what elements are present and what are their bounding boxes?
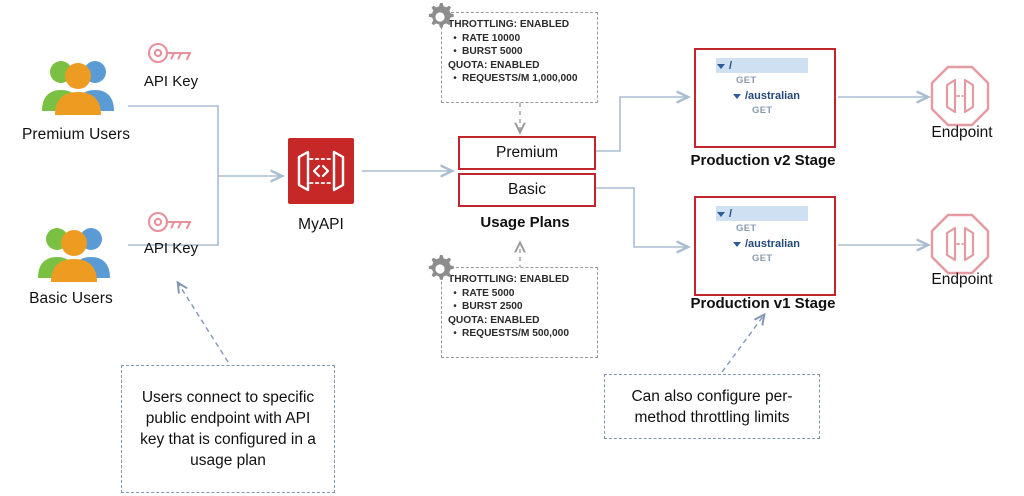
tree-row-root[interactable]: /: [716, 206, 808, 221]
cfg-line: QUOTA: ENABLED: [448, 314, 540, 326]
wire-premium-to-v2: [594, 97, 688, 152]
gear-icon-premium-config: [423, 0, 457, 34]
api-name-label: MyAPI: [298, 216, 344, 233]
cfg-line: BURST 5000: [462, 46, 523, 58]
endpoint-icon-v2: [929, 64, 991, 128]
chevron-down-icon[interactable]: [716, 61, 726, 71]
annotation-usage-plan-note: Users connect to specific public endpoin…: [121, 365, 335, 493]
cfg-line: THROTTLING: ENABLED: [448, 19, 570, 30]
bullet-dot: •: [453, 32, 457, 44]
endpoint-icon-v1: [929, 212, 991, 276]
bullet-dot: •: [453, 73, 457, 85]
chevron-down-icon[interactable]: [732, 91, 742, 101]
people-group-icon-premium: [36, 55, 120, 117]
tree-row-root[interactable]: /: [716, 58, 808, 73]
stage-box-production-v1[interactable]: / GET /australian GET: [694, 196, 836, 296]
bullet-dot: •: [453, 287, 457, 299]
basic-users-label: Basic Users: [29, 290, 113, 307]
tree-label: /: [729, 59, 733, 72]
key-icon-premium: [146, 38, 194, 70]
bullet-dot: •: [453, 301, 457, 313]
key-icon-basic: [146, 207, 194, 239]
wire-basic-to-v1: [594, 187, 688, 247]
tree-row-method[interactable]: GET: [736, 73, 828, 88]
premium-api-key-label: API Key: [143, 73, 199, 90]
bullet-dot: •: [453, 46, 457, 58]
stage-label-production-v2: Production v2 Stage: [690, 152, 836, 169]
tree-row-method[interactable]: GET: [736, 221, 828, 236]
cfg-line: REQUESTS/M 500,000: [462, 328, 570, 340]
premium-users-label: Premium Users: [21, 126, 131, 143]
people-group-icon-basic: [32, 222, 116, 284]
cfg-line: RATE 5000: [462, 287, 515, 299]
tree-row-method[interactable]: GET: [752, 103, 828, 118]
tree-label: /australian: [745, 237, 801, 250]
basic-config-lines: THROTTLING: ENABLED • RATE 5000 • BURST 25…: [442, 268, 597, 346]
annotation-text: Users connect to specific public endpoin…: [140, 389, 316, 469]
usage-plan-premium-label: Premium: [495, 144, 558, 161]
tree-method-label: GET: [752, 105, 773, 116]
basic-config-box: THROTTLING: ENABLED • RATE 5000 • BURST 25…: [441, 267, 598, 358]
usage-plans-group-label: Usage Plans: [480, 214, 570, 231]
usage-plan-basic-label: Basic: [508, 181, 546, 198]
stage-box-production-v2[interactable]: / GET /australian GET: [694, 48, 836, 148]
cfg-line: RATE 10000: [462, 32, 521, 44]
tree-method-label: GET: [736, 223, 757, 234]
tree-method-label: GET: [752, 253, 773, 264]
cfg-line: QUOTA: ENABLED: [448, 59, 540, 71]
resource-tree-v2: / GET /australian GET: [696, 50, 834, 146]
wire-premium-key: [128, 105, 219, 176]
cfg-line: REQUESTS/M 1,000,000: [462, 73, 578, 85]
cfg-line: THROTTLING: ENABLED: [448, 274, 570, 285]
tree-row-australian[interactable]: /australian: [732, 88, 828, 103]
usage-plan-basic[interactable]: Basic: [458, 173, 596, 207]
leader-usage-plan-note: [178, 283, 229, 363]
stage-label-production-v1: Production v1 Stage: [690, 295, 836, 312]
cfg-line: BURST 2500: [462, 301, 523, 313]
chevron-down-icon[interactable]: [716, 209, 726, 219]
premium-config-lines: THROTTLING: ENABLED • RATE 10000 • BURST 5…: [442, 13, 597, 91]
tree-row-australian[interactable]: /australian: [732, 236, 828, 251]
resource-tree-v1: / GET /australian GET: [696, 198, 834, 294]
tree-row-method[interactable]: GET: [752, 251, 828, 266]
wire-basic-key: [128, 176, 219, 246]
usage-plan-premium[interactable]: Premium: [458, 136, 596, 170]
annotation-throttling-note: Can also configure per-method throttling…: [604, 374, 820, 439]
annotation-text: Can also configure per-method throttling…: [631, 387, 793, 426]
endpoint-label-v1: Endpoint: [931, 271, 993, 288]
leader-throttling-note: [721, 315, 764, 373]
chevron-down-icon[interactable]: [732, 239, 742, 249]
tree-method-label: GET: [736, 75, 757, 86]
gear-icon-basic-config: [423, 252, 457, 286]
api-gateway-icon[interactable]: [288, 138, 354, 204]
basic-api-key-label: API Key: [143, 240, 199, 257]
bullet-dot: •: [453, 328, 457, 340]
tree-label: /: [729, 207, 733, 220]
tree-label: /australian: [745, 89, 801, 102]
endpoint-label-v2: Endpoint: [931, 124, 993, 141]
premium-config-box: THROTTLING: ENABLED • RATE 10000 • BURST 5…: [441, 12, 598, 103]
